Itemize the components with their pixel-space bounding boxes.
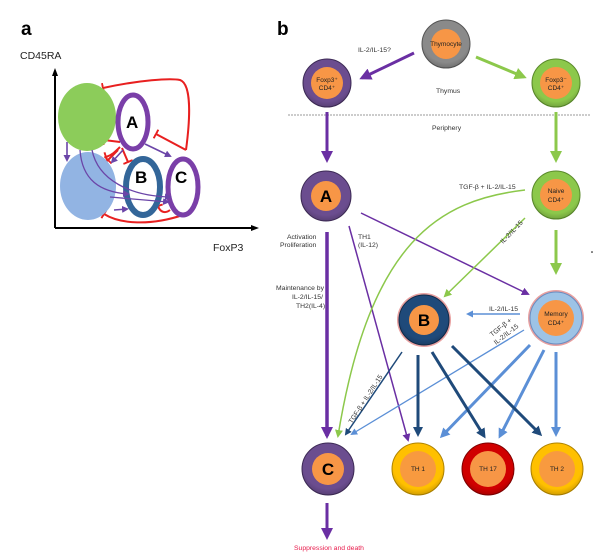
stray-dot	[591, 251, 593, 253]
conversion-a-to-memory	[110, 149, 124, 164]
edge-thymocyte-to-foxp3neg	[475, 55, 527, 80]
population-b-label: B	[135, 168, 147, 187]
node-b-label: B	[418, 311, 430, 330]
thymocyte-label: Thymocyte	[430, 41, 462, 48]
naive-population	[58, 83, 116, 151]
x-axis-arrow-icon	[251, 225, 259, 231]
edge-label-memory-b: IL-2/IL-15	[489, 306, 518, 313]
node-th17: TH 17	[461, 442, 515, 496]
th1-label: TH 1	[411, 466, 425, 473]
edge-label-maintenance-3: TH2(IL-4)	[296, 303, 325, 310]
population-c-label: C	[175, 168, 187, 187]
population-a	[115, 92, 151, 152]
c-outcome-label: Suppression and death	[294, 545, 364, 552]
node-thymocyte: Thymocyte	[421, 19, 471, 69]
node-th2: TH 2	[530, 442, 584, 496]
foxp3pos-line2: CD4⁺	[319, 85, 336, 92]
edge-label-naive-b: IL-2/IL-15	[499, 219, 524, 245]
inhibition-c-to-a	[152, 129, 187, 151]
foxp3neg-line2: CD4⁺	[548, 85, 565, 92]
foxp3pos-line1: Foxp3⁺	[316, 77, 338, 84]
panel-a: a CD45RA FoxP3 A B C	[20, 19, 259, 254]
node-memory: Memory CD4⁺	[528, 290, 584, 346]
node-foxp3-negative: Foxp3⁻ CD4⁺	[531, 58, 581, 108]
node-b: B	[397, 293, 451, 347]
panel-a-label: a	[21, 19, 32, 40]
memory-line1: Memory	[544, 311, 568, 318]
conversion-naive-to-c	[91, 149, 172, 201]
naive-line1: Naive	[548, 188, 565, 195]
memory-population	[60, 152, 116, 220]
node-c-label: C	[322, 460, 334, 479]
edge-b-to-th2	[450, 344, 543, 437]
node-a-label: A	[320, 187, 332, 206]
edge-naive-to-c	[335, 189, 526, 438]
naive-line2: CD4⁺	[548, 197, 565, 204]
edge-naive-to-b	[443, 217, 526, 298]
edge-label-th1-2: (IL-12)	[358, 242, 378, 249]
inhibition-c-to-b	[152, 203, 171, 214]
inhibition-c-to-memory	[100, 209, 184, 224]
y-axis-label: CD45RA	[20, 50, 61, 62]
conversion-memory-to-c	[109, 196, 170, 206]
edge-label-maintenance-2: IL-2/IL-15/	[292, 294, 323, 301]
x-axis-label: FoxP3	[213, 242, 244, 254]
edge-b-to-th17	[430, 351, 486, 439]
conversion-memory-to-b	[113, 205, 129, 213]
edge-thymocyte-to-foxp3pos	[359, 51, 415, 80]
th17-label: TH 17	[479, 466, 497, 473]
population-c	[165, 156, 201, 218]
foxp3neg-line1: Foxp3⁻	[545, 77, 567, 84]
population-a-label: A	[126, 113, 138, 132]
inhibition-a-to-naive-2	[103, 149, 119, 165]
edge-label-th1-1: TH1	[358, 234, 371, 241]
node-naive: Naive CD4⁺	[531, 170, 581, 220]
edge-memory-to-th17	[498, 349, 546, 439]
edge-a-to-th1	[348, 225, 411, 442]
panel-b-label: b	[277, 19, 289, 40]
edge-label-maintenance-1: Maintenance by	[276, 285, 325, 292]
th2-label: TH 2	[550, 466, 564, 473]
conversion-a-to-c	[144, 143, 172, 157]
edge-b-to-c	[344, 351, 403, 436]
node-th1: TH 1	[391, 442, 445, 496]
panel-b: b Thymus Periphery IL-2/IL-15?	[276, 19, 593, 552]
thymus-label: Thymus	[436, 88, 461, 95]
edge-memory-to-th1	[439, 343, 532, 439]
edge-label-naive-c: TGF-β + IL-2/IL-15	[459, 184, 516, 191]
inhibition-c-to-naive	[100, 78, 191, 151]
edge-label-thymocyte-foxp3pos: IL-2/IL-15?	[358, 47, 391, 54]
edge-a-to-memory	[360, 212, 530, 295]
node-foxp3-positive: Foxp3⁺ CD4⁺	[302, 58, 352, 108]
node-c: C	[301, 442, 355, 496]
edge-label-activation-1: Activation	[287, 234, 317, 241]
edge-memory-to-c	[350, 329, 525, 436]
periphery-label: Periphery	[432, 125, 462, 132]
conversion-naive-to-b	[79, 149, 130, 198]
memory-line2: CD4⁺	[548, 320, 565, 327]
y-axis-arrow-icon	[52, 68, 58, 76]
node-a: A	[300, 170, 352, 222]
edge-label-activation-2: Proliferation	[280, 242, 316, 249]
